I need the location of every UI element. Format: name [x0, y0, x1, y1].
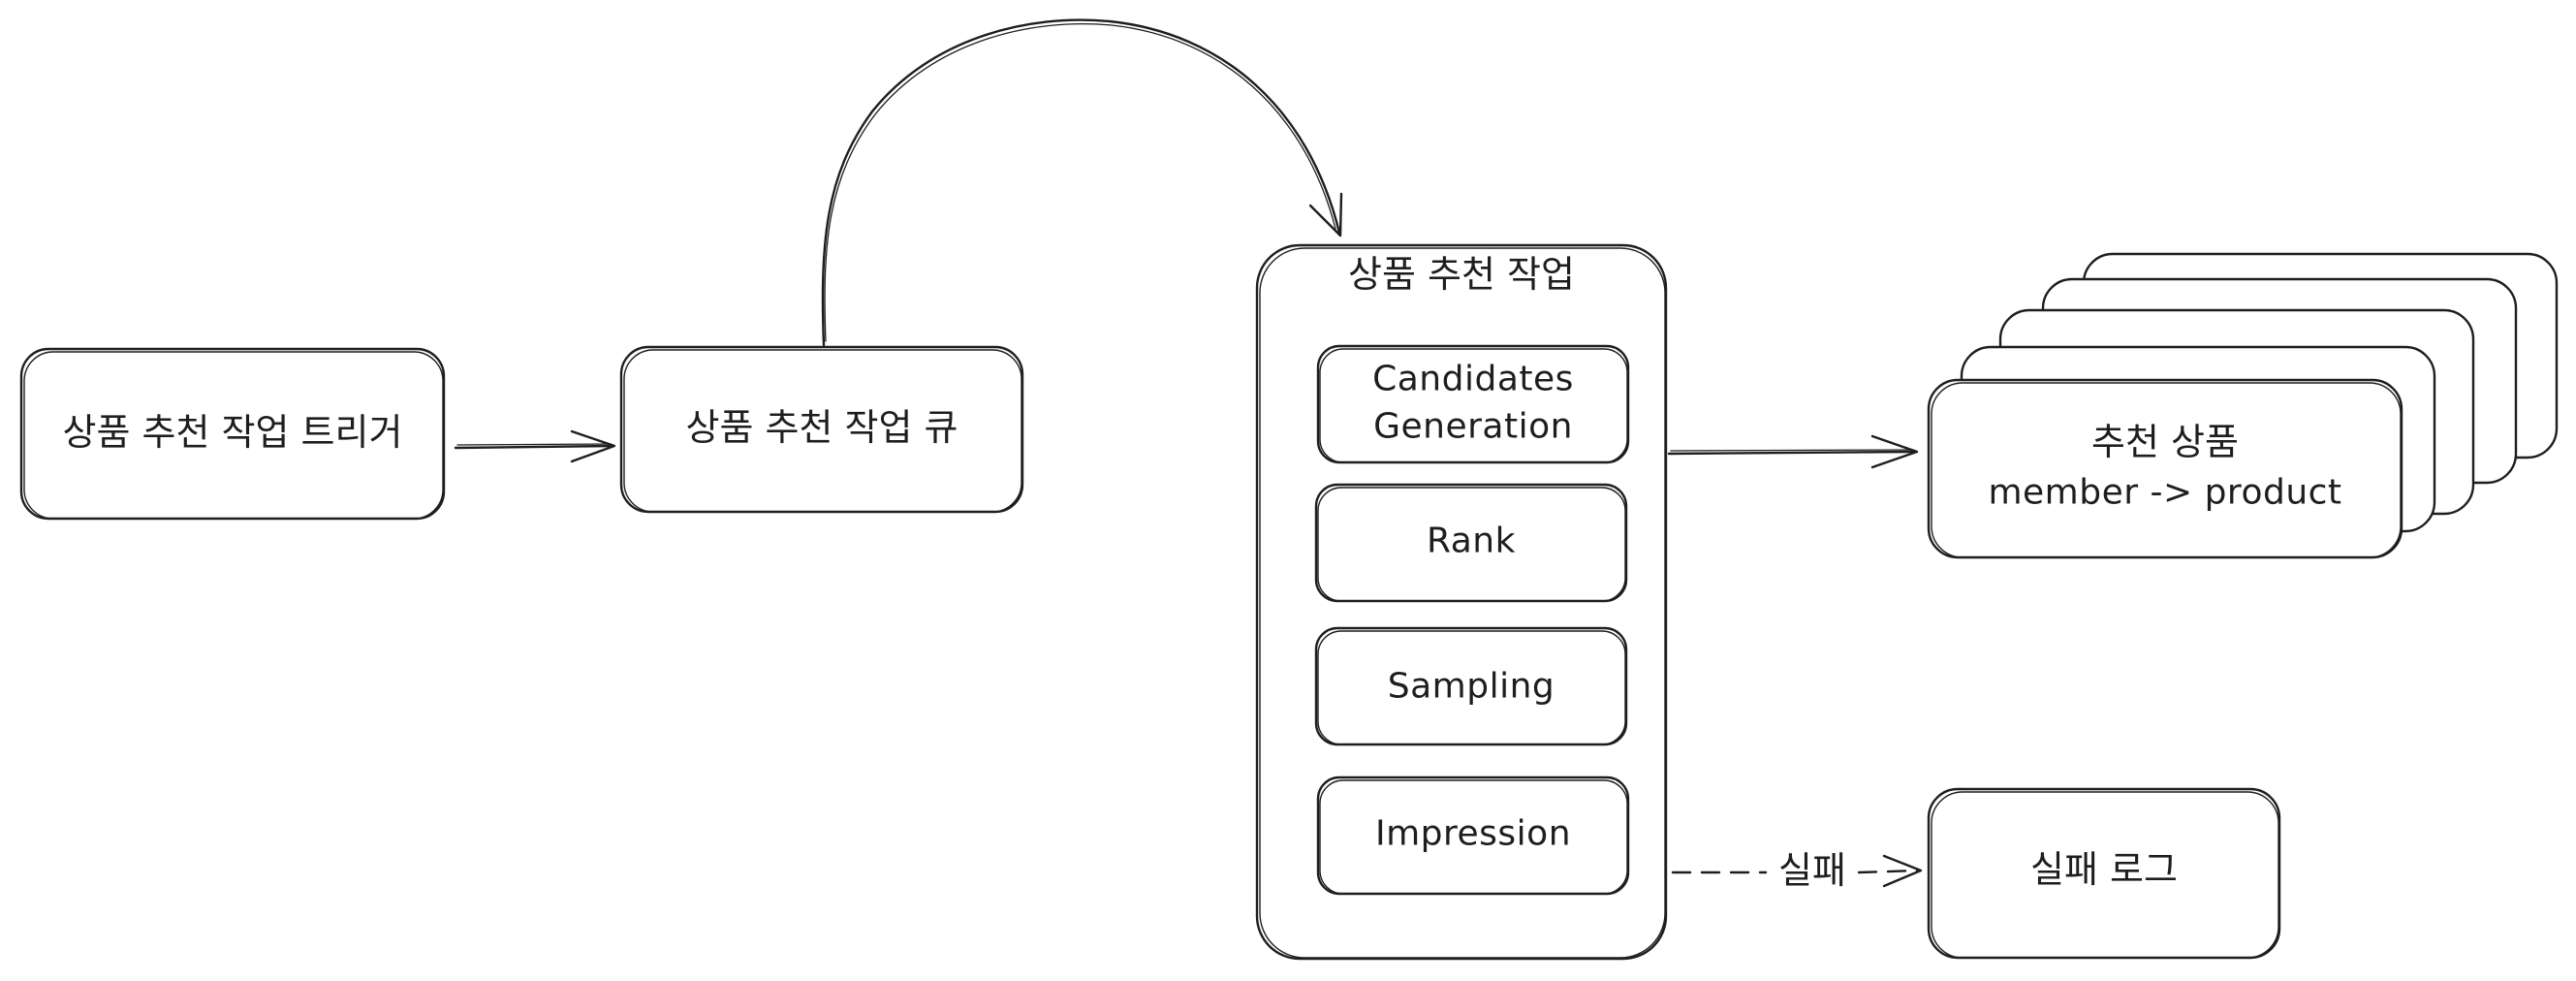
edge-job-to-failure[interactable]: 실패	[1671, 849, 1923, 892]
step-candidates-line2: Generation	[1373, 407, 1573, 447]
step-rank-label: Rank	[1427, 522, 1516, 561]
step-sampling[interactable]: Sampling	[1314, 626, 1628, 746]
node-queue-label: 상품 추천 작업 큐	[686, 406, 958, 449]
node-result-stack[interactable]: 추천 상품 member -> product	[1927, 252, 2559, 559]
step-sampling-label: Sampling	[1388, 667, 1555, 707]
node-job[interactable]: 상품 추천 작업 Candidates Generation Rank Samp…	[1255, 243, 1668, 961]
edge-job-to-result[interactable]	[1667, 434, 1919, 469]
node-result-line1: 추천 상품	[2091, 421, 2239, 463]
node-failure-log[interactable]: 실패 로그	[1927, 787, 2281, 960]
node-job-title: 상품 추천 작업	[1348, 253, 1575, 296]
node-trigger-label: 상품 추천 작업 트리거	[63, 411, 403, 454]
step-candidates-generation[interactable]: Candidates Generation	[1316, 344, 1630, 464]
step-impression[interactable]: Impression	[1316, 775, 1630, 896]
node-queue[interactable]: 상품 추천 작업 큐	[619, 345, 1024, 514]
result-stack-front	[1927, 378, 2403, 559]
node-failure-log-label: 실패 로그	[2030, 848, 2178, 891]
step-impression-label: Impression	[1375, 814, 1571, 854]
step-candidates-line1: Candidates	[1372, 360, 1574, 399]
node-result-line2: member -> product	[1988, 473, 2341, 513]
edge-job-to-failure-label: 실패	[1778, 849, 1846, 892]
step-rank[interactable]: Rank	[1314, 483, 1628, 603]
edge-queue-to-job[interactable]	[821, 18, 1343, 347]
edge-trigger-to-queue[interactable]	[454, 429, 616, 463]
node-trigger[interactable]: 상품 추천 작업 트리거	[19, 347, 446, 521]
